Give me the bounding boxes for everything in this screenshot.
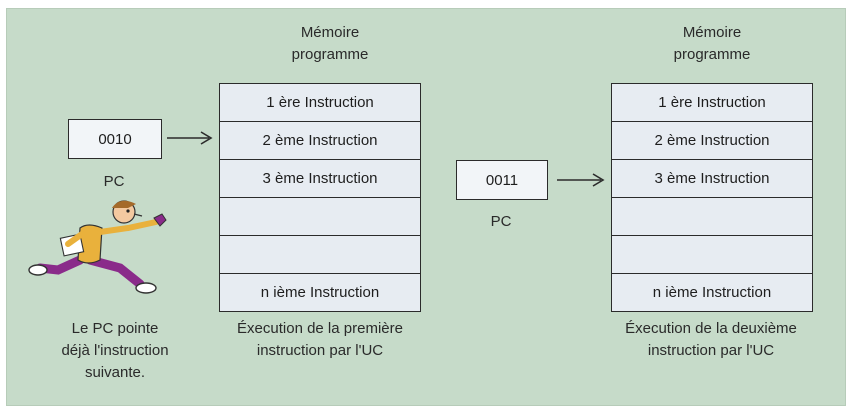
right-caption-line1: Éxecution de la deuxième	[625, 320, 797, 337]
left-memory-cell	[220, 198, 420, 236]
pc-note-line3: suivante.	[84, 364, 146, 381]
left-memory-cell: 2 ème Instruction	[220, 122, 420, 160]
left-pc-register: 0010	[68, 119, 162, 159]
left-pc-label: PC	[103, 173, 125, 190]
right-arrow-right-icon	[557, 173, 605, 187]
right-memory-cell: 3 ème Instruction	[612, 160, 812, 198]
right-caption: Éxecution de la deuxième instruction par…	[580, 318, 842, 362]
left-memory-cell: 3 ème Instruction	[220, 160, 420, 198]
left-memory-cell: 1 ère Instruction	[220, 84, 420, 122]
right-caption-line2: instruction par l'UC	[647, 342, 775, 359]
right-memory-cell	[612, 198, 812, 236]
right-memory-cell	[612, 236, 812, 274]
right-memory-cell: 1 ère Instruction	[612, 84, 812, 122]
left-memory-stack: 1 ère Instruction 2 ème Instruction 3 èm…	[219, 83, 421, 312]
left-caption: Éxecution de la première instruction par…	[190, 318, 450, 362]
left-memory-cell	[220, 236, 420, 274]
left-memory-title-line2: programme	[291, 46, 369, 63]
right-memory-title-line1: Mémoire	[682, 24, 742, 41]
pc-note-line2: déjà l'instruction	[61, 342, 169, 359]
left-caption-line1: Éxecution de la première	[237, 320, 403, 337]
left-memory-title-line1: Mémoire	[300, 24, 360, 41]
right-memory-stack: 1 ère Instruction 2 ème Instruction 3 èm…	[611, 83, 813, 312]
left-caption-line2: instruction par l'UC	[256, 342, 384, 359]
left-memory-title: Mémoire programme	[230, 22, 430, 66]
right-memory-title: Mémoire programme	[612, 22, 812, 66]
left-pc-value: 0010	[98, 130, 132, 148]
right-memory-cell: n ième Instruction	[652, 284, 772, 301]
pc-note-line1: Le PC pointe	[71, 320, 159, 337]
pc-note: Le PC pointe déjà l'instruction suivante…	[30, 318, 200, 384]
runner-illustration-icon	[28, 200, 167, 294]
right-pc-label: PC	[490, 213, 512, 230]
right-memory-title-line2: programme	[673, 46, 751, 63]
left-arrow-right-icon	[167, 131, 213, 145]
right-pc-value: 0011	[485, 171, 519, 189]
right-pc-register: 0011	[456, 160, 548, 200]
left-memory-cell: n ième Instruction	[260, 284, 380, 301]
right-memory-cell: 2 ème Instruction	[612, 122, 812, 160]
